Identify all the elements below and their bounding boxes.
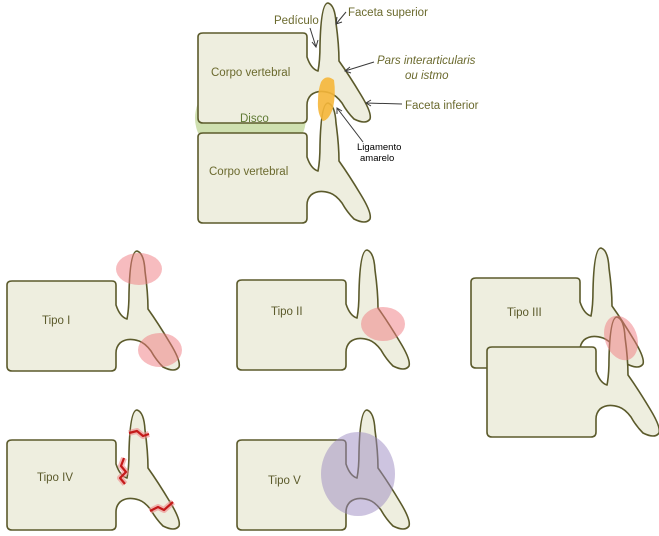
tipo-1-label: Tipo I bbox=[42, 315, 70, 327]
label-pediculo: Pedículo bbox=[274, 15, 319, 27]
tipo-2-label: Tipo II bbox=[271, 306, 303, 318]
label-ligamento-line2: amarelo bbox=[360, 153, 394, 164]
tipo-5-diagram: Tipo V bbox=[236, 409, 411, 531]
tipo-1-lesion-inferior bbox=[138, 333, 182, 367]
tipo-2-lesion-pars bbox=[361, 307, 405, 341]
label-arrows bbox=[309, 11, 403, 143]
label-corpo-vertebral-bottom: Corpo vertebral bbox=[209, 166, 288, 178]
label-pars-line1: Pars interarticularis bbox=[377, 55, 476, 67]
tipo-1-lesion-superior bbox=[116, 253, 162, 285]
label-faceta-inferior: Faceta inferior bbox=[405, 100, 479, 112]
label-ligamento-line1: Ligamento bbox=[357, 142, 401, 153]
tipo-3-lesion bbox=[604, 315, 638, 361]
tipo-5-lesion bbox=[321, 432, 395, 516]
tipo-4-diagram: Tipo IV bbox=[6, 409, 181, 531]
tipo-4-label: Tipo IV bbox=[37, 472, 73, 484]
tipo-5-label: Tipo V bbox=[268, 475, 301, 487]
label-faceta-superior: Faceta superior bbox=[348, 7, 428, 19]
label-disco: Disco bbox=[240, 113, 269, 125]
tipo-1-diagram: Tipo I bbox=[6, 250, 182, 372]
anatomy-diagram: Pedículo Faceta superior Pars interartic… bbox=[195, 2, 479, 224]
label-pars-line2: ou istmo bbox=[405, 70, 449, 82]
tipo-4-fractures bbox=[117, 428, 175, 514]
label-corpo-vertebral-top: Corpo vertebral bbox=[211, 67, 290, 79]
tipo-2-diagram: Tipo II bbox=[236, 249, 411, 371]
ligamento-amarelo-shape bbox=[317, 77, 335, 121]
tipo-3-label: Tipo III bbox=[507, 307, 542, 319]
tipo-3-diagram: Tipo III bbox=[470, 247, 659, 438]
